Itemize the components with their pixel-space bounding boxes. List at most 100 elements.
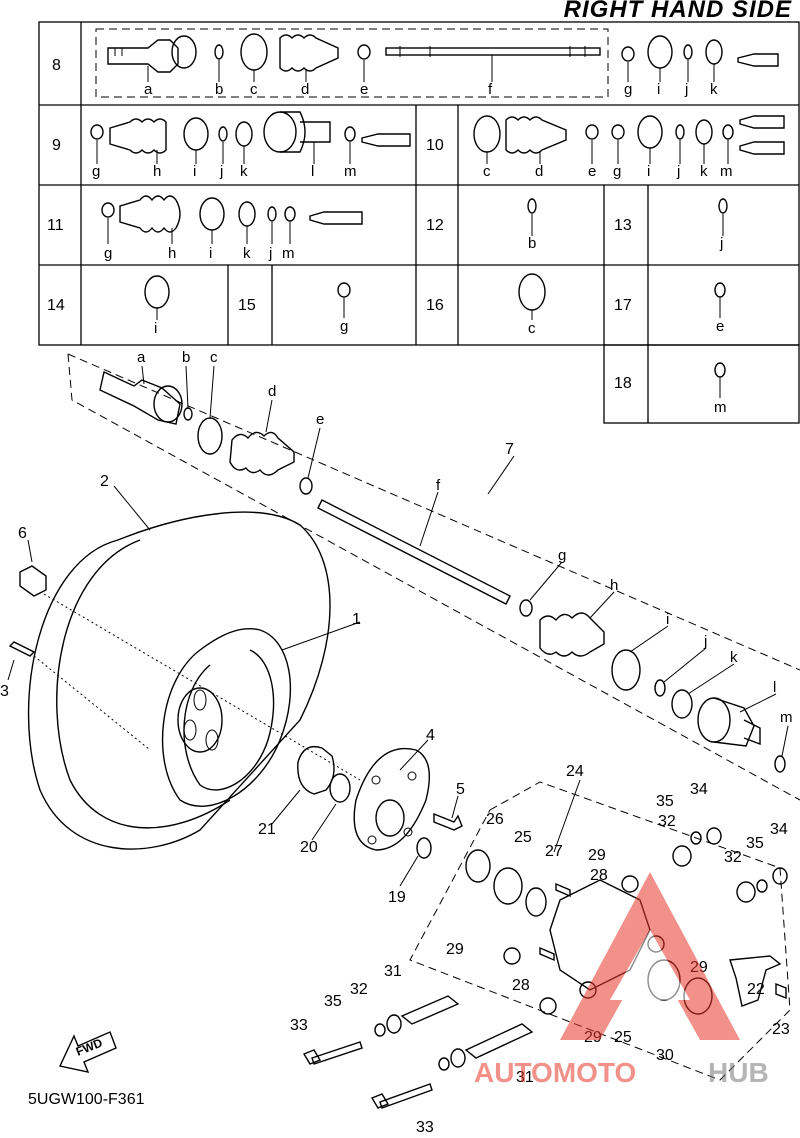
callout-label: k bbox=[240, 163, 248, 180]
kit-table bbox=[38, 21, 800, 424]
hub-parts bbox=[297, 745, 463, 859]
shaft-assembly bbox=[99, 370, 786, 773]
callout-label: g bbox=[558, 547, 566, 564]
callout-label: i bbox=[657, 81, 660, 98]
callout-label: m bbox=[344, 163, 357, 180]
callout-number: 6 bbox=[18, 525, 27, 542]
watermark-word: HUB bbox=[708, 1057, 769, 1088]
callout-label: i bbox=[154, 320, 157, 337]
callout-number: 2 bbox=[100, 473, 109, 490]
callout-number: 33 bbox=[416, 1119, 434, 1133]
callout-number: 34 bbox=[770, 821, 788, 838]
callout-label: m bbox=[714, 399, 727, 416]
watermark-word: AUTOMOTO bbox=[474, 1057, 636, 1088]
kit-number: 14 bbox=[47, 297, 65, 314]
kit-single-parts bbox=[144, 198, 728, 398]
callout-label: a bbox=[137, 349, 146, 366]
callout-label: d bbox=[268, 383, 276, 400]
kit-10-labels: c d e g i j k m bbox=[483, 163, 733, 180]
callout-label: b bbox=[528, 235, 536, 252]
callout-label: j bbox=[703, 633, 707, 650]
callout-number: 23 bbox=[772, 1021, 790, 1038]
callout-label: k bbox=[243, 245, 251, 262]
kit-number: 13 bbox=[614, 217, 632, 234]
callout-label: g bbox=[613, 163, 621, 180]
callout-label: j bbox=[719, 235, 723, 252]
lug-parts bbox=[8, 565, 47, 657]
callout-number: 28 bbox=[590, 867, 608, 884]
number-labels: 1 2 3 4 5 6 7 19 20 21 22 23 24 25 25 26… bbox=[0, 441, 790, 1136]
callout-number: 31 bbox=[516, 1069, 534, 1086]
callout-label: d bbox=[535, 163, 543, 180]
callout-label: b bbox=[182, 349, 190, 366]
callout-number: 19 bbox=[388, 889, 406, 906]
callout-number: 7 bbox=[505, 441, 514, 458]
kit-number: 16 bbox=[426, 297, 444, 314]
callout-label: k bbox=[710, 81, 718, 98]
callout-number: 22 bbox=[747, 981, 765, 998]
callout-number: 29 bbox=[588, 847, 606, 864]
callout-label: e bbox=[360, 81, 368, 98]
callout-label: c bbox=[250, 81, 258, 98]
callout-label: k bbox=[700, 163, 708, 180]
callout-number: 3 bbox=[0, 683, 9, 700]
callout-label: e bbox=[588, 163, 596, 180]
kit-11-labels: g h i k j m bbox=[104, 245, 295, 262]
watermark-logo: AUTOMOTO HUB bbox=[474, 872, 769, 1088]
kit-9-labels: g h i j k l m bbox=[92, 163, 357, 180]
number-leaders bbox=[7, 455, 581, 887]
callout-label: c bbox=[210, 349, 218, 366]
callout-label: f bbox=[436, 477, 441, 494]
callout-label: c bbox=[483, 163, 491, 180]
callout-number: 29 bbox=[446, 941, 464, 958]
callout-number: 5 bbox=[456, 781, 465, 798]
callout-number: 1 bbox=[352, 611, 361, 628]
callout-label: l bbox=[773, 679, 776, 696]
callout-label: l bbox=[311, 163, 314, 180]
shaft-callouts: a b c d e f g h i j k l m bbox=[137, 349, 793, 757]
callout-number: 25 bbox=[614, 1029, 632, 1046]
callout-number: 32 bbox=[724, 849, 742, 866]
callout-number: 21 bbox=[258, 821, 276, 838]
kit-number: 18 bbox=[614, 375, 632, 392]
kit-8-labels: a b c d e f g i j k bbox=[144, 81, 718, 98]
callout-label: j bbox=[268, 245, 272, 262]
callout-number: 35 bbox=[324, 993, 342, 1010]
callout-number: 34 bbox=[690, 781, 708, 798]
kit-number: 11 bbox=[47, 217, 64, 234]
callout-number: 26 bbox=[486, 811, 504, 828]
kit-8-parts bbox=[107, 33, 779, 82]
callout-label: a bbox=[144, 81, 153, 98]
callout-number: 35 bbox=[746, 835, 764, 852]
callout-label: i bbox=[209, 245, 212, 262]
callout-label: k bbox=[730, 649, 738, 666]
callout-number: 28 bbox=[512, 977, 530, 994]
callout-label: j bbox=[676, 163, 680, 180]
callout-label: i bbox=[647, 163, 650, 180]
kit-number: 15 bbox=[238, 297, 256, 314]
callout-label: g bbox=[624, 81, 632, 98]
kit-10-parts bbox=[473, 115, 785, 164]
callout-label: m bbox=[282, 245, 295, 262]
callout-number: 27 bbox=[545, 843, 563, 860]
callout-label: i bbox=[193, 163, 196, 180]
kit-11-parts bbox=[101, 195, 363, 244]
callout-label: j bbox=[219, 163, 223, 180]
callout-label: m bbox=[720, 163, 733, 180]
callout-label: j bbox=[684, 81, 688, 98]
kit-number: 10 bbox=[426, 137, 444, 154]
kit-number: 9 bbox=[52, 137, 61, 154]
kit-number: 8 bbox=[52, 57, 61, 74]
callout-number: 33 bbox=[290, 1017, 308, 1034]
callout-label: g bbox=[340, 318, 348, 335]
kit-single-labels: b j i g c e m bbox=[154, 235, 727, 416]
fwd-arrow-icon: FWD bbox=[58, 1031, 117, 1073]
callout-number: 35 bbox=[656, 793, 674, 810]
callout-label: e bbox=[316, 411, 324, 428]
page-title: RIGHT HAND SIDE bbox=[563, 0, 792, 23]
callout-label: h bbox=[610, 577, 618, 594]
callout-label: m bbox=[780, 709, 793, 726]
callout-label: c bbox=[528, 320, 536, 337]
callout-number: 31 bbox=[384, 963, 402, 980]
